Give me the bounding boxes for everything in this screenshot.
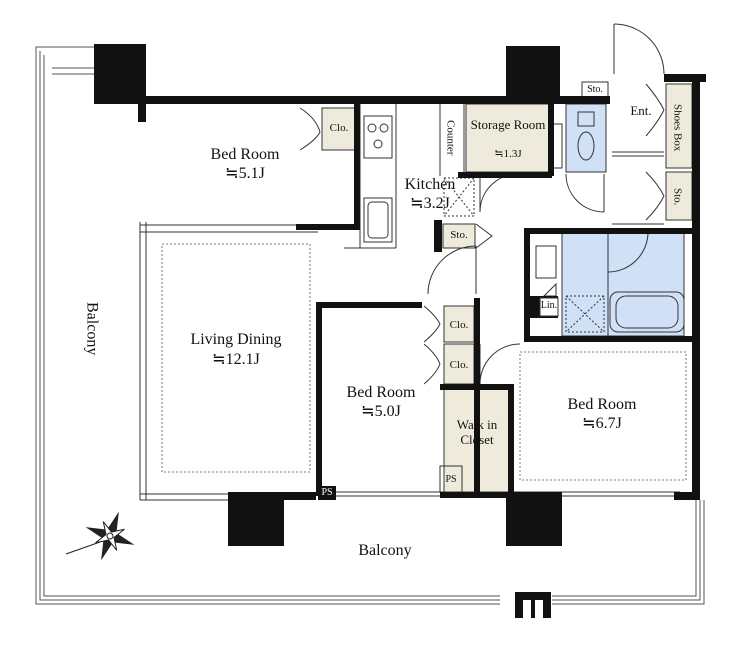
bed-room-2-name: Bed Room (346, 384, 416, 401)
wet-areas (561, 103, 685, 337)
storage-room-size: ≒1.3J (494, 148, 522, 160)
balcony-outline (35, 46, 705, 605)
walls (94, 44, 706, 546)
pipe-space-label-2: PS (321, 487, 333, 498)
storage-label-kitchen: Sto. (450, 229, 468, 241)
kitchen-name: Kitchen (404, 176, 456, 193)
door-swings (299, 23, 665, 385)
entrance-label: Ent. (630, 103, 652, 118)
closet-label-2: Clo. (449, 319, 469, 331)
bed-room-2-size: ≒5.0J (361, 403, 401, 420)
bed-room-1-name: Bed Room (210, 146, 280, 163)
bed-room-3-size: ≒6.7J (582, 415, 622, 432)
walk-in-closet-name: Walk in Closet (456, 417, 498, 447)
counter-label: Counter (444, 120, 457, 156)
storage-room-name: Storage Room (470, 117, 546, 132)
bed-room-1-size: ≒5.1J (225, 165, 265, 182)
storage-label-right: Sto. (671, 188, 684, 206)
living-dining-name: Living Dining (190, 331, 282, 348)
bed-room-3-name: Bed Room (567, 396, 637, 413)
living-dining-size: ≒12.1J (212, 351, 260, 368)
closet-label-3: Clo. (449, 359, 469, 371)
linen-label: Lin. (540, 300, 558, 311)
kitchen-size: ≒3.2J (410, 195, 450, 212)
balcony-bottom-label: Balcony (358, 542, 412, 559)
shoes-box-label: Shoes Box (671, 104, 684, 152)
compass-icon (65, 511, 135, 561)
balcony-side-label: Balcony (83, 302, 101, 356)
drain-notch (515, 592, 551, 618)
closet-label-1: Clo. (329, 122, 349, 134)
storage-label-top: Sto. (587, 84, 603, 95)
pipe-space-label-1: PS (445, 474, 457, 485)
